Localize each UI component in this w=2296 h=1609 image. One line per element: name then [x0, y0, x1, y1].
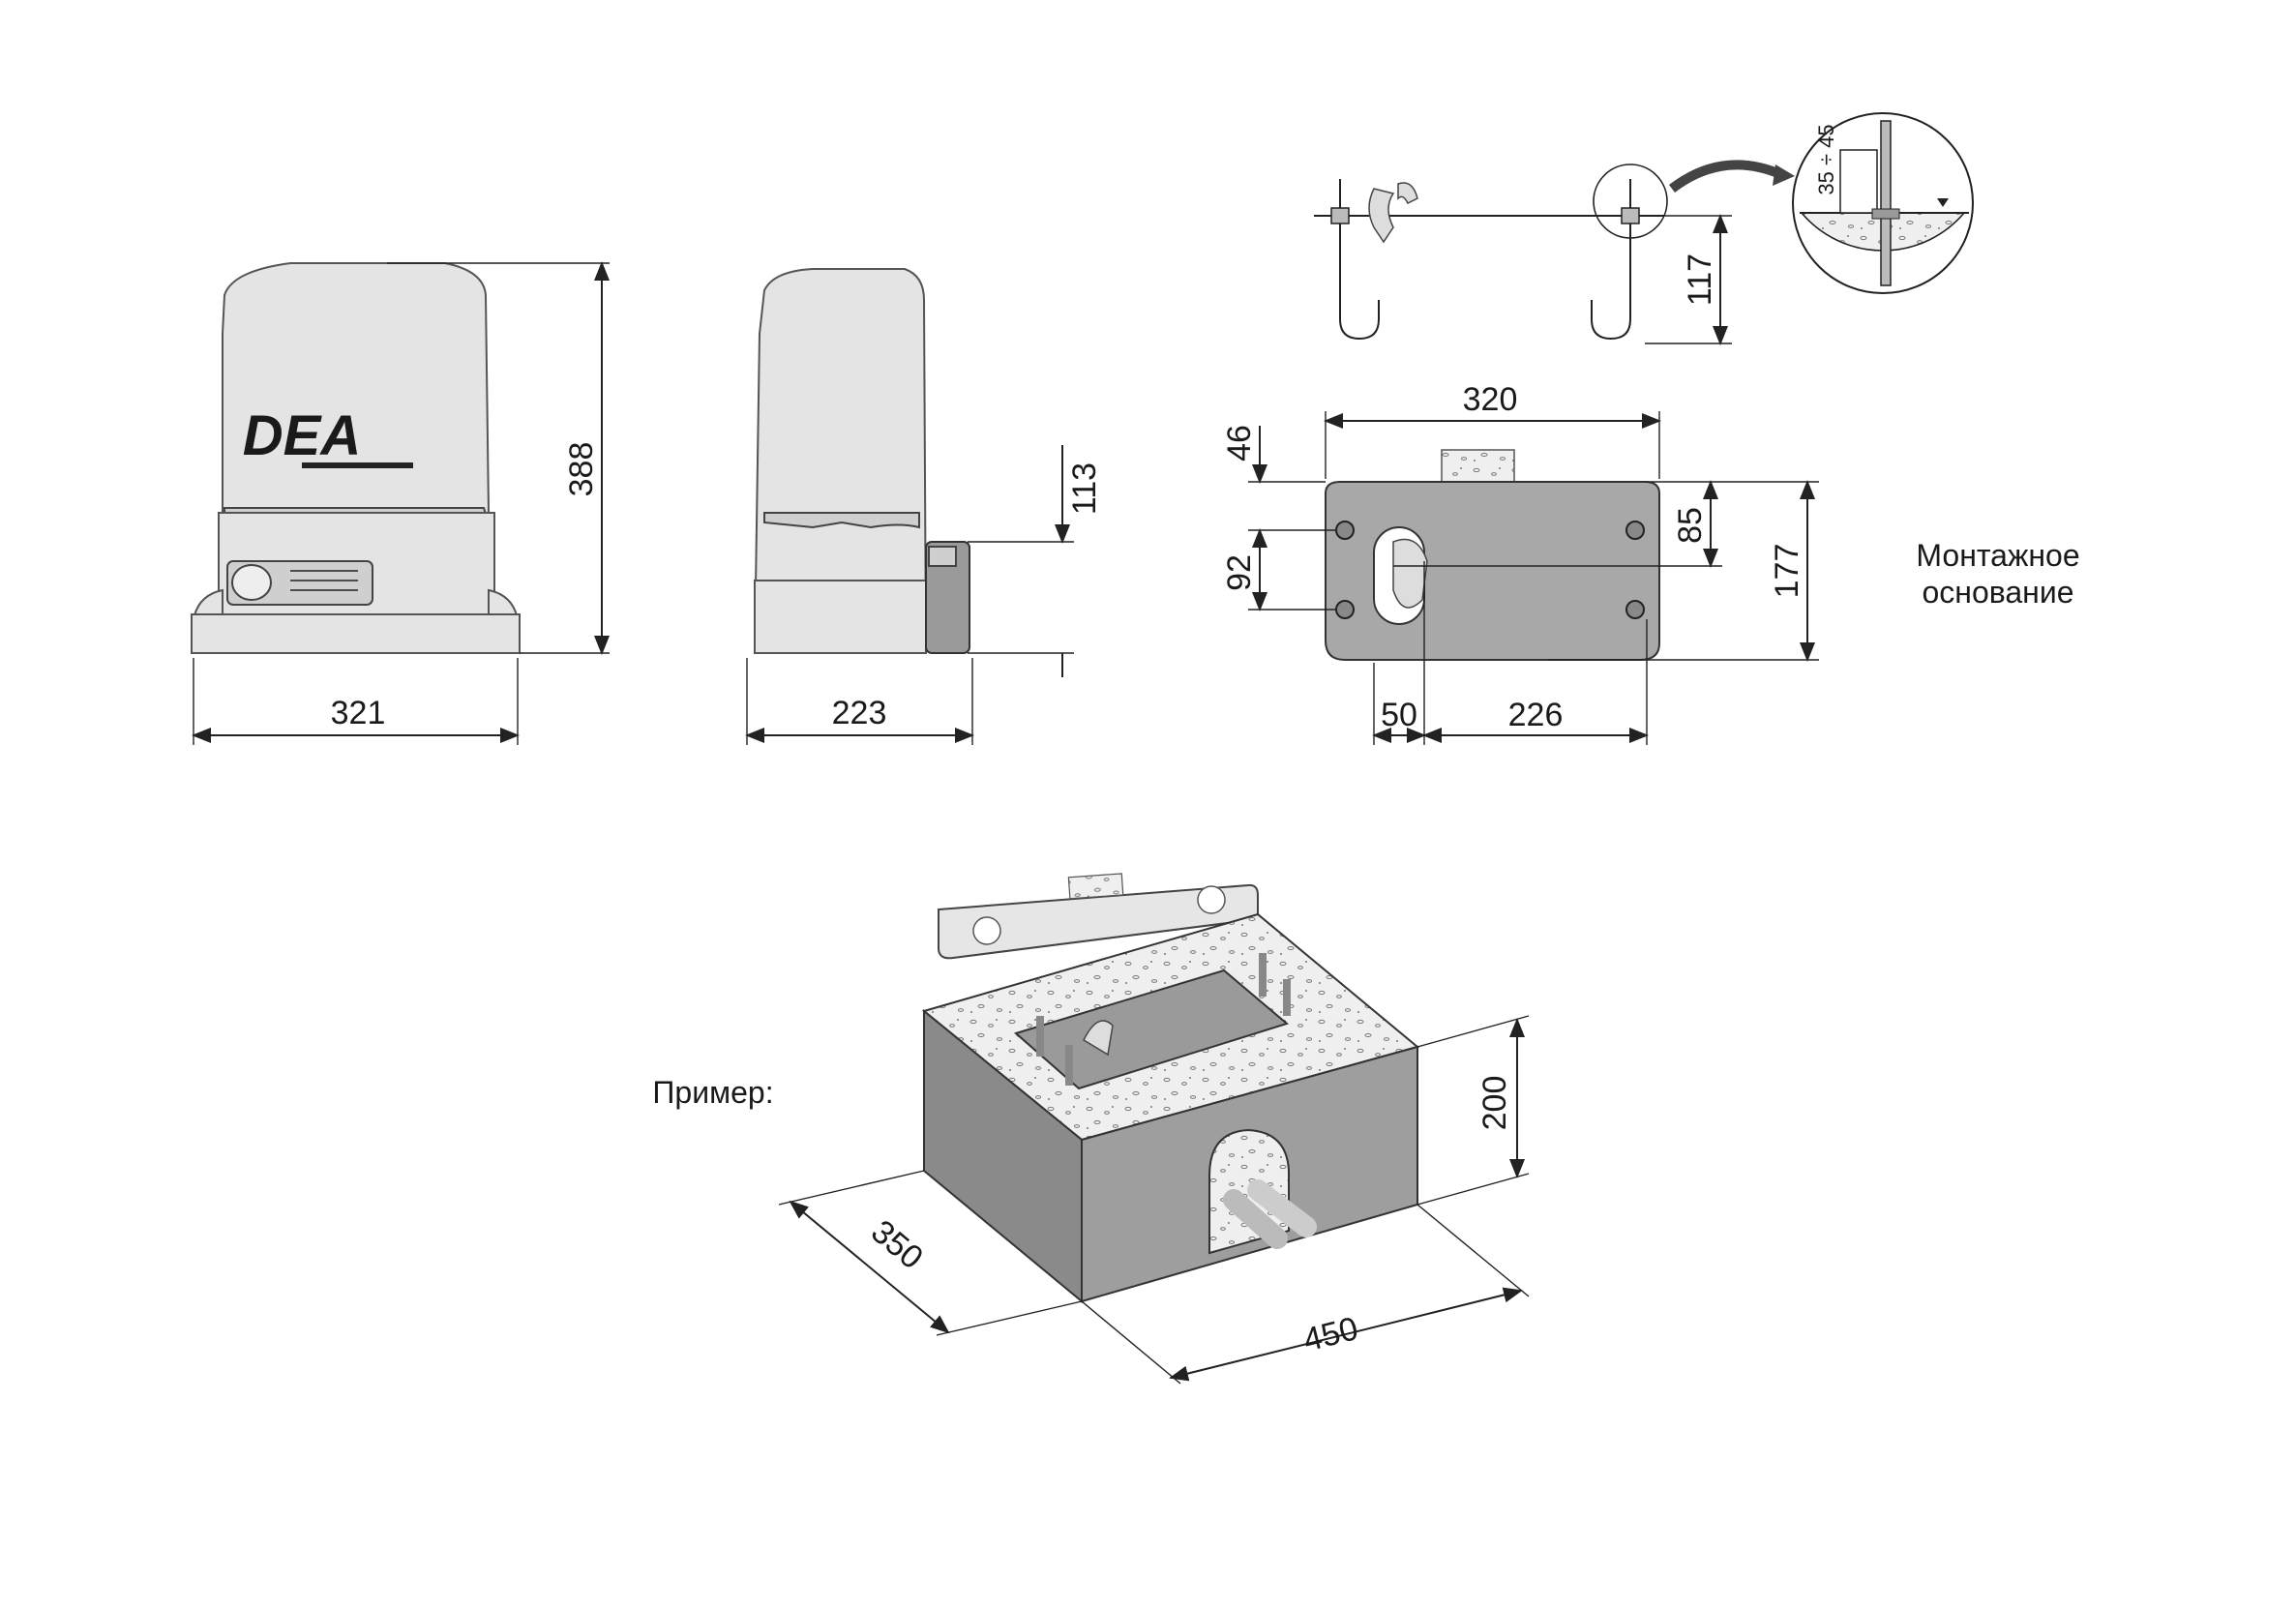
plate-height-label: 177 [1769, 544, 1805, 599]
plate-offset-left-label: 50 [1381, 697, 1417, 733]
side-height-label: 113 [1066, 462, 1103, 515]
anchor-bolts-detail: 117 35 ÷ 45 [1314, 112, 1974, 345]
side-width-label: 223 [832, 695, 887, 731]
plate-offset-right-label: 85 [1672, 507, 1709, 544]
example-depth-label: 350 [864, 1213, 930, 1277]
front-width-label: 321 [331, 695, 386, 731]
plate-caption-line2: основание [1922, 575, 2073, 610]
front-height-label: 388 [563, 442, 600, 497]
front-view: DEA 388 321 [190, 261, 610, 745]
foundation-example: Пример: 200 350 450 [652, 873, 1530, 1385]
plate-width-label: 320 [1463, 381, 1518, 418]
dea-logo: DEA [243, 404, 361, 467]
side-view: 113 223 [745, 268, 1103, 745]
example-length-label: 450 [1299, 1310, 1361, 1359]
plate-offset-top-label: 46 [1221, 425, 1258, 462]
example-height-label: 200 [1476, 1076, 1513, 1131]
example-label: Пример: [652, 1075, 773, 1110]
plate-hole-horizontal-label: 226 [1508, 697, 1564, 733]
plate-caption-line1: Монтажное [1916, 538, 2079, 573]
anchor-height-label: 117 [1682, 253, 1718, 306]
anchor-depth-label: 35 ÷ 45 [1814, 124, 1838, 194]
plate-hole-vertical-label: 92 [1221, 554, 1258, 591]
base-plate: 320 46 92 85 177 50 226 Монтажное основа… [1221, 381, 2080, 745]
